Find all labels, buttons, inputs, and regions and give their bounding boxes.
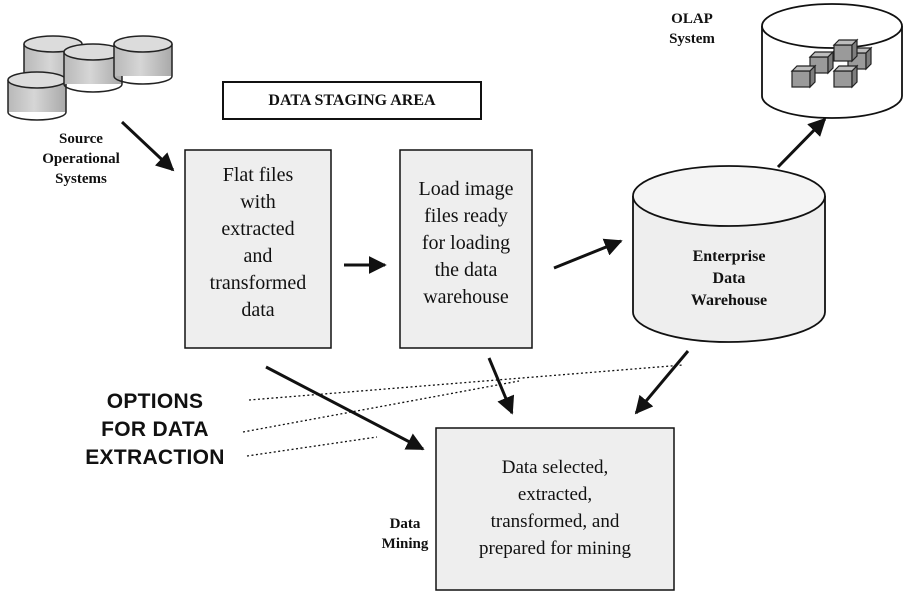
- arrow-flat-files-to-mining: [265, 365, 425, 451]
- mining-label: Data Mining: [372, 514, 438, 554]
- arrow-source-to-flat-files: [120, 120, 175, 172]
- mining-box-line-3: transformed, and: [490, 511, 620, 532]
- olap-label-line-2: System: [669, 31, 715, 47]
- mining-label-line-2: Mining: [381, 536, 429, 552]
- warehouse-cylinder: [632, 165, 826, 343]
- dotted-option-line-3: [246, 436, 378, 457]
- warehouse-label-line-2: Data: [712, 270, 746, 287]
- arrow-load-image-to-mining: [487, 357, 515, 415]
- options-label: OPTIONS FOR DATA EXTRACTION: [70, 388, 240, 472]
- mining-label-line-1: Data: [389, 516, 421, 532]
- arrow-warehouse-to-olap: [776, 117, 827, 169]
- flat-files-line-6: data: [241, 299, 275, 321]
- mining-box-line-1: Data selected,: [501, 457, 609, 478]
- load-image-line-4: the data: [434, 259, 498, 281]
- source-label-line-1: Source: [59, 131, 103, 147]
- load-image-line-2: files ready: [424, 205, 508, 227]
- options-label-line-3: EXTRACTION: [85, 446, 225, 469]
- options-label-line-1: OPTIONS: [106, 390, 204, 413]
- staging-area-title-box: [222, 81, 482, 120]
- source-systems-label: Source Operational Systems: [20, 129, 142, 189]
- flat-files-box: [184, 149, 332, 349]
- warehouse-label-line-1: Enterprise: [692, 248, 766, 265]
- dotted-option-line-1: [248, 364, 684, 401]
- options-label-line-2: FOR DATA: [101, 418, 209, 441]
- flat-files-line-5: transformed: [209, 272, 307, 294]
- warehouse-label: Enterprise Data Warehouse: [665, 246, 793, 312]
- load-image-line-5: warehouse: [423, 286, 509, 308]
- source-label-line-3: Systems: [55, 171, 107, 187]
- load-image-line-1: Load image: [418, 178, 514, 200]
- flat-files-line-3: extracted: [221, 218, 295, 240]
- load-image-box: [399, 149, 533, 349]
- staging-area-title: DATA STAGING AREA: [268, 92, 436, 109]
- mining-box: [435, 427, 675, 591]
- flat-files-line-2: with: [240, 191, 276, 213]
- flat-files-line-1: Flat files: [222, 164, 294, 186]
- flat-files-text: Flat files with extracted and transforme…: [185, 162, 331, 324]
- olap-label-line-1: OLAP: [671, 11, 713, 27]
- load-image-text: Load image files ready for loading the d…: [400, 176, 532, 311]
- mining-box-line-4: prepared for mining: [479, 538, 631, 559]
- source-label-line-2: Operational: [42, 151, 120, 167]
- olap-cubes-icon: [790, 38, 873, 89]
- olap-label: OLAP System: [652, 9, 732, 49]
- arrow-warehouse-to-mining: [634, 350, 690, 415]
- source-database-icon: [7, 35, 173, 121]
- load-image-line-3: for loading: [421, 232, 511, 254]
- flat-files-line-4: and: [243, 245, 273, 267]
- mining-box-text: Data selected, extracted, transformed, a…: [436, 454, 674, 562]
- warehouse-label-line-3: Warehouse: [690, 292, 768, 309]
- mining-box-line-2: extracted,: [517, 484, 593, 505]
- arrow-load-image-to-warehouse: [553, 238, 623, 270]
- dotted-option-line-2: [242, 380, 520, 433]
